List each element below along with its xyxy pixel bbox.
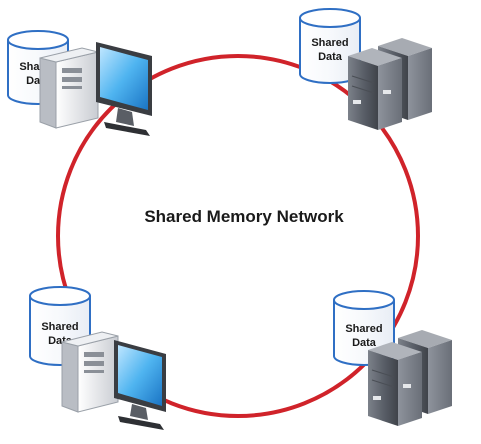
diagram-title: Shared Memory Network	[144, 207, 344, 226]
network-ring	[56, 54, 420, 418]
storage-label-line2: Data	[352, 337, 377, 349]
node-desktop-bottom-left: Shared Data	[29, 286, 166, 430]
storage-label-line1: Shared	[345, 323, 382, 335]
server-rack-icon	[348, 38, 432, 130]
node-server-bottom-right: Shared Data	[333, 290, 452, 426]
desktop-computer-icon	[39, 42, 152, 136]
desktop-computer-icon	[61, 331, 166, 430]
storage-label-line1: Shared	[311, 37, 348, 49]
storage-label-line2: Data	[318, 51, 343, 63]
storage-label-line1: Shared	[41, 321, 78, 333]
server-rack-icon	[368, 330, 452, 426]
database-icon	[299, 8, 361, 84]
node-desktop-top-left: Shared Data	[7, 30, 152, 136]
node-server-top-right: Shared Data	[299, 8, 432, 130]
